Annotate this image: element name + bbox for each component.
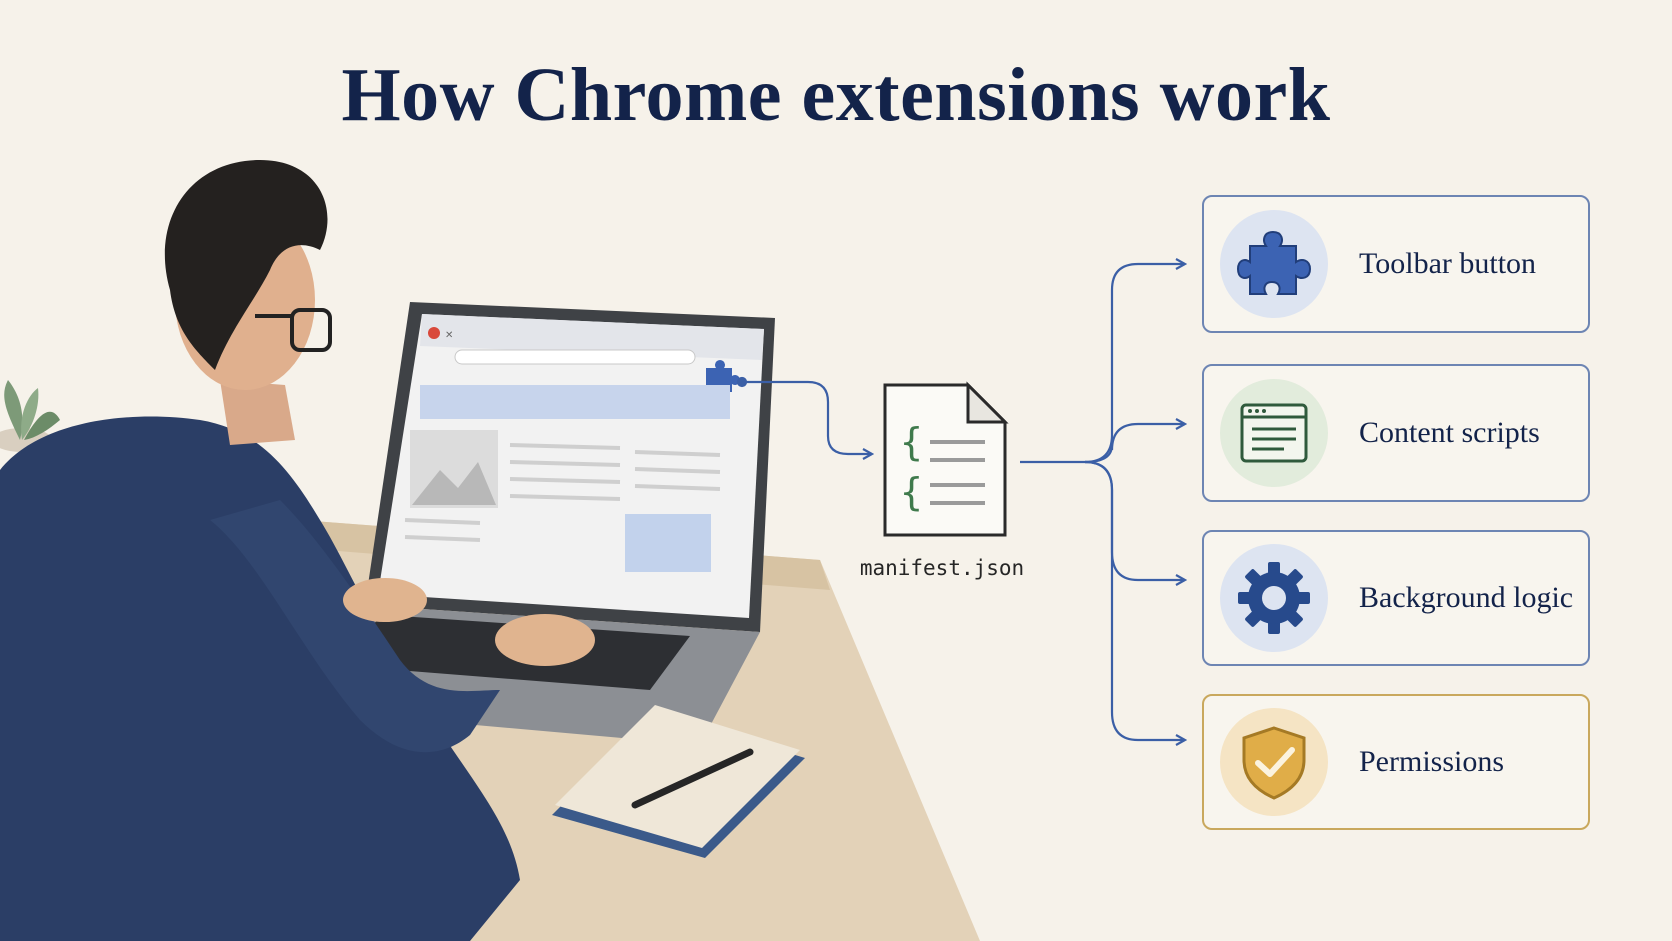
shield-check-icon bbox=[1242, 726, 1306, 800]
person-illustration bbox=[0, 160, 595, 941]
component-label: Toolbar button bbox=[1359, 247, 1537, 280]
component-card-toolbar-button: Toolbar button bbox=[1202, 195, 1590, 333]
arrow-to-content-scripts bbox=[1084, 424, 1185, 464]
arrow-to-permissions bbox=[1084, 460, 1185, 740]
notebook-illustration bbox=[552, 705, 805, 858]
puzzle-icon bbox=[1236, 230, 1312, 295]
component-card-content-scripts: Content scripts bbox=[1202, 364, 1590, 502]
component-label: Content scripts bbox=[1359, 416, 1540, 449]
icon-circle bbox=[1220, 708, 1328, 816]
laptop-illustration: ✕ bbox=[250, 302, 775, 745]
component-label: Background logic bbox=[1359, 581, 1574, 614]
json-file-icon: { { bbox=[883, 381, 1009, 537]
puzzle-icon bbox=[706, 360, 740, 392]
arrow-to-background-logic bbox=[1084, 460, 1185, 580]
component-card-background-logic: Background logic bbox=[1202, 530, 1590, 666]
page-title: How Chrome extensions work bbox=[341, 53, 1331, 137]
icon-circle bbox=[1220, 379, 1328, 487]
laptop-to-manifest-arrow bbox=[746, 380, 872, 454]
extension-connector-dot bbox=[736, 376, 748, 388]
icon-circle bbox=[1220, 210, 1328, 318]
gear-icon bbox=[1238, 562, 1310, 634]
manifest-filename: manifest.json bbox=[859, 556, 1025, 580]
component-label: Permissions bbox=[1359, 745, 1505, 778]
arrow-to-toolbar-button bbox=[1084, 264, 1185, 464]
icon-circle bbox=[1220, 544, 1328, 652]
svg-text:✕: ✕ bbox=[445, 330, 453, 341]
component-card-permissions: Permissions bbox=[1202, 694, 1590, 830]
svg-text:{: { bbox=[900, 470, 923, 514]
svg-text:{: { bbox=[900, 420, 923, 464]
browser-window-icon bbox=[1240, 403, 1308, 463]
